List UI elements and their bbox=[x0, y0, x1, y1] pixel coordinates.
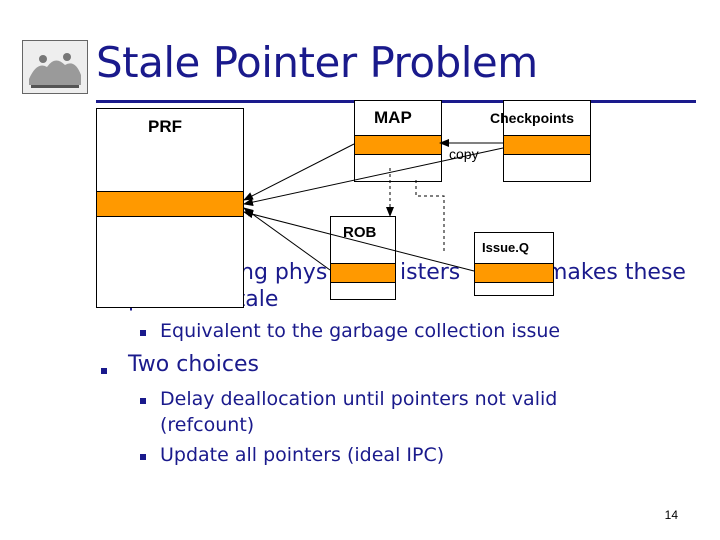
prf-label: PRF bbox=[148, 117, 182, 136]
prf-box bbox=[96, 108, 244, 308]
arrow-map-to-prf bbox=[243, 143, 355, 201]
page-number: 14 bbox=[664, 508, 678, 522]
sub-bullet-marker bbox=[140, 454, 146, 460]
arrow-issueq-to-prf bbox=[243, 210, 475, 272]
map-box bbox=[354, 100, 442, 182]
bullet-1-fragment-b: isters bbox=[400, 260, 461, 285]
checkpoints-label: Checkpoints bbox=[490, 110, 575, 126]
issueq-highlight-row bbox=[475, 263, 553, 283]
bullet-1-fragment-a: ng phys bbox=[240, 260, 328, 285]
map-highlight-row bbox=[355, 135, 441, 155]
map-label: MAP bbox=[374, 108, 412, 127]
checkpoints-highlight-row bbox=[504, 135, 590, 155]
rob-highlight-row bbox=[331, 263, 395, 283]
prf-highlight-row bbox=[97, 191, 243, 217]
arrow-checkpoints-to-prf bbox=[243, 147, 504, 207]
bullet-2-sub-2: Update all pointers (ideal IPC) bbox=[160, 444, 445, 466]
issueq-label: Issue.Q bbox=[482, 240, 529, 255]
sub-bullet-marker bbox=[140, 398, 146, 404]
bullet-1-sub-1: Equivalent to the garbage collection iss… bbox=[160, 320, 561, 342]
bullet-marker bbox=[101, 368, 107, 374]
sub-bullet-marker bbox=[140, 330, 146, 336]
issueq-box bbox=[474, 232, 554, 296]
checkpoints-box bbox=[503, 100, 591, 182]
bullet-2-sub-1-line-1: Delay deallocation until pointers not va… bbox=[160, 388, 558, 410]
rob-label: ROB bbox=[343, 224, 377, 241]
arrow-rob-to-prf bbox=[243, 207, 331, 271]
bullet-2-sub-1-line-2: (refcount) bbox=[160, 414, 255, 436]
logo-image bbox=[22, 40, 88, 94]
rob-box bbox=[330, 216, 396, 300]
bullet-1-fragment-c: makes these bbox=[546, 260, 686, 285]
slide-title: Stale Pointer Problem bbox=[96, 38, 538, 87]
dashed-map-to-issueq bbox=[415, 180, 445, 254]
bullet-2: Two choices bbox=[128, 352, 259, 377]
